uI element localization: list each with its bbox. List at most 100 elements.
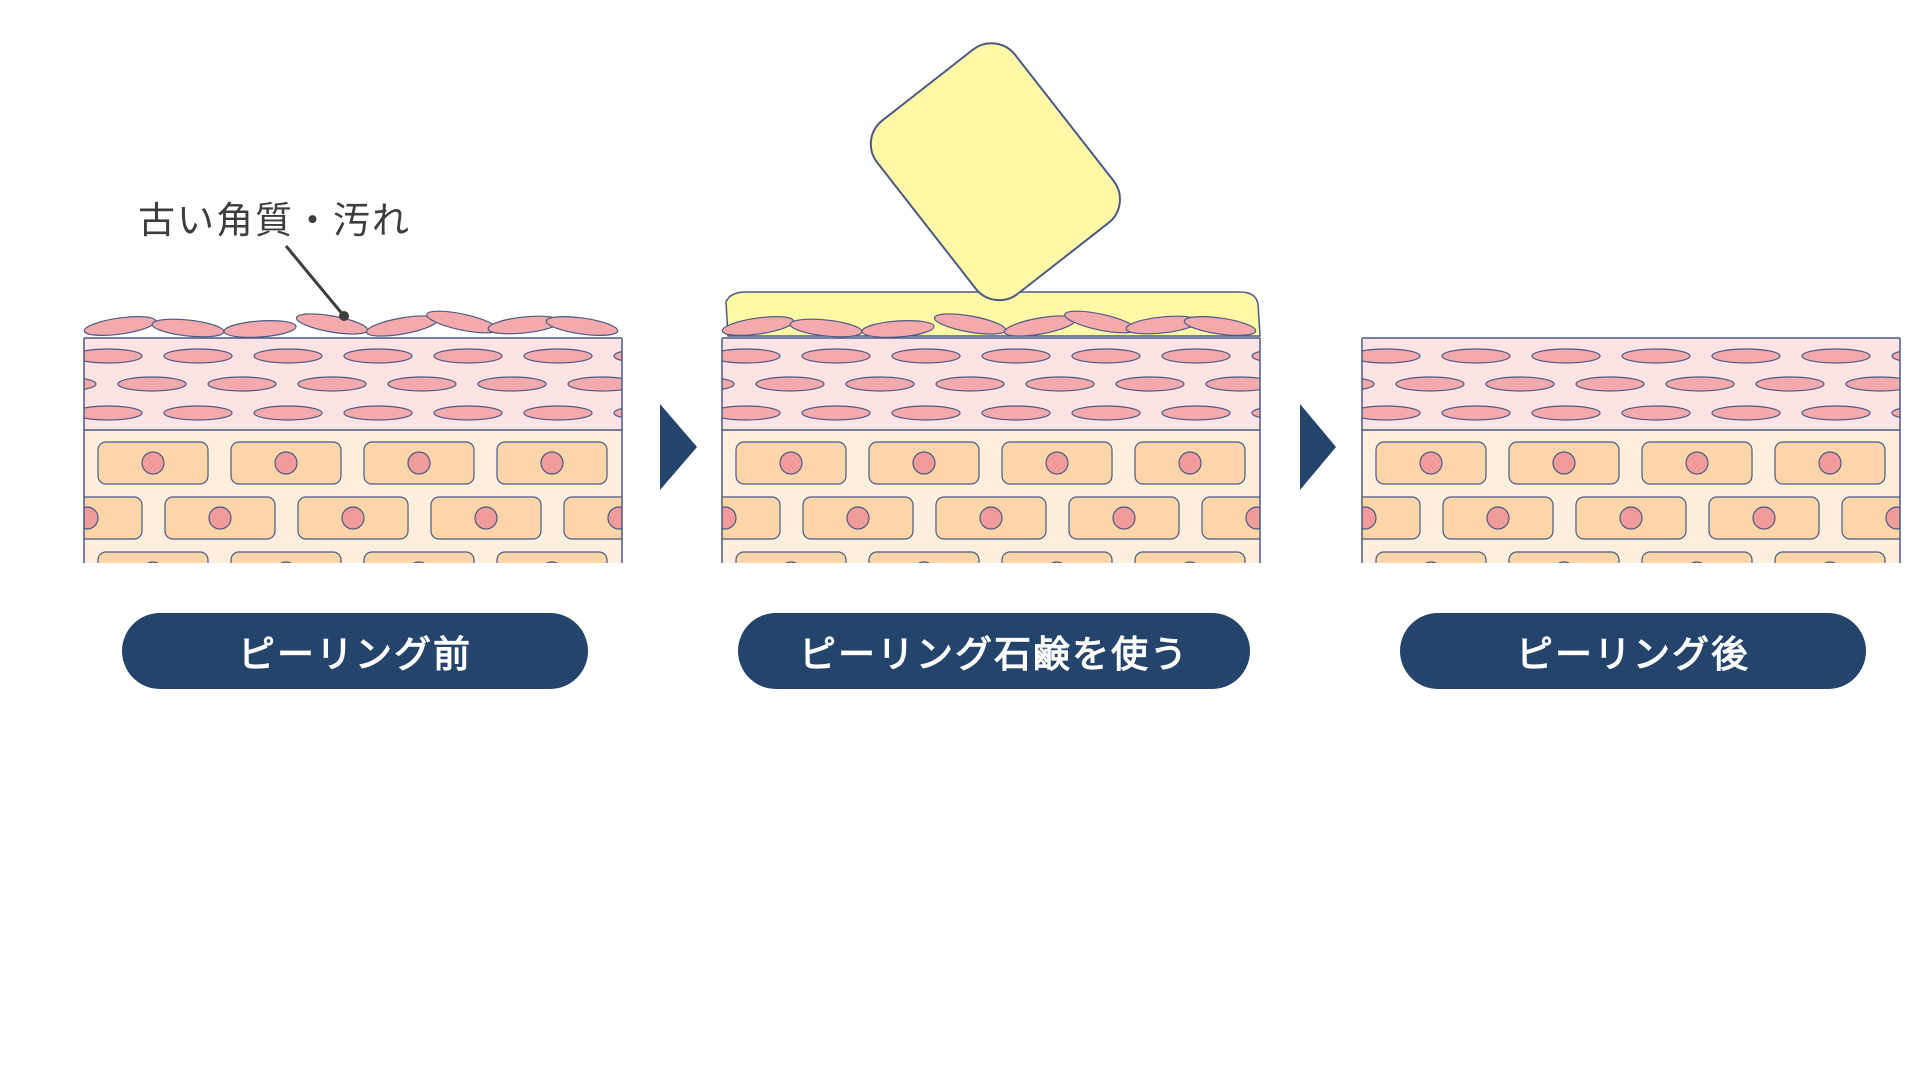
basal-cell (230, 551, 342, 563)
corneous-cell (1362, 378, 1375, 390)
basal-cell (868, 551, 980, 563)
cell-nucleus (407, 451, 431, 475)
corneous-cell (163, 348, 233, 364)
old-skin-flake (426, 310, 498, 334)
old-skin-flake (151, 318, 225, 338)
cell-nucleus (1312, 562, 1334, 584)
basal-cell (97, 551, 209, 563)
corneous-cell (1711, 405, 1781, 421)
corneous-cell (891, 348, 961, 364)
cell-nucleus (141, 451, 165, 475)
corneous-cell (253, 405, 323, 421)
skin-panel-during (721, 291, 1334, 584)
cell-nucleus (1051, 561, 1063, 563)
cell-nucleus (413, 561, 425, 563)
cell-nucleus (208, 506, 232, 530)
corneous-cell (722, 405, 781, 421)
corneous-cell (1485, 376, 1555, 392)
cell-nucleus (147, 561, 159, 563)
basal-cell (1201, 496, 1260, 540)
triangle-right-icon (1300, 404, 1336, 490)
old-skin-flake (83, 316, 157, 336)
basal-cell (1841, 496, 1900, 540)
cell-nucleus (979, 506, 1003, 530)
basal-cell (1774, 551, 1886, 563)
corneous-cell (1575, 376, 1645, 392)
corneous-cell (722, 348, 781, 364)
corneous-cell (84, 348, 143, 364)
basal-cell (1134, 551, 1246, 563)
corneous-cell (1071, 348, 1141, 364)
skin-layers (84, 338, 696, 584)
corneous-cell (567, 376, 622, 392)
corneous-cell (1251, 350, 1260, 362)
triangle-right-icon (660, 404, 697, 490)
corneous-cell (297, 376, 367, 392)
cell-nucleus (1045, 451, 1069, 475)
basal-cell (496, 551, 608, 563)
corneous-cell (343, 348, 413, 364)
corneous-cell (207, 376, 277, 392)
basal-cell (363, 551, 475, 563)
basal-cell (563, 496, 622, 540)
cell-nucleus (1362, 506, 1377, 530)
corneous-cell (1251, 407, 1260, 419)
old-skin-flake (295, 313, 369, 335)
basal-cell (1362, 496, 1421, 540)
cell-nucleus (1178, 451, 1202, 475)
cell-nucleus (1558, 561, 1570, 563)
leader-line (284, 245, 349, 321)
corneous-cell (433, 405, 503, 421)
old-skin-flake (223, 320, 297, 338)
old-skin-flake (545, 316, 619, 336)
cell-nucleus (1752, 506, 1776, 530)
corneous-cell (1205, 376, 1260, 392)
corneous-cell (1441, 405, 1511, 421)
corneous-cell (613, 407, 622, 419)
cell-nucleus (918, 561, 930, 563)
cell-nucleus (84, 506, 99, 530)
basal-cell (1508, 551, 1620, 563)
corneous-cell (1362, 405, 1421, 421)
corneous-cell (253, 348, 323, 364)
corneous-cell (1801, 348, 1871, 364)
cell-nucleus (1824, 561, 1836, 563)
corneous-cell (1531, 405, 1601, 421)
corneous-cell (801, 405, 871, 421)
corneous-cell (163, 405, 233, 421)
cell-nucleus (1685, 451, 1709, 475)
basal-cell (735, 551, 847, 563)
corneous-cell (722, 378, 735, 390)
cell-nucleus (1619, 506, 1643, 530)
old-skin-flake (1183, 316, 1257, 336)
cell-nucleus (846, 506, 870, 530)
corneous-cell (1161, 348, 1231, 364)
corneous-cell (755, 376, 825, 392)
cell-nucleus (1552, 451, 1576, 475)
cell-nucleus (779, 451, 803, 475)
stage-label-after: ピーリング後 (1400, 613, 1866, 689)
cell-nucleus (785, 561, 797, 563)
corneous-cell (84, 378, 97, 390)
corneous-cell (117, 376, 187, 392)
corneous-cell (981, 405, 1051, 421)
corneous-cell (801, 348, 871, 364)
basal-cell (1908, 552, 1920, 594)
cell-nucleus (674, 562, 696, 584)
corneous-cell (477, 376, 547, 392)
corneous-cell (1161, 405, 1231, 421)
cell-nucleus (722, 506, 737, 530)
cell-nucleus (1419, 451, 1443, 475)
cell-nucleus (1885, 506, 1900, 530)
cell-nucleus (341, 506, 365, 530)
corneous-cell (523, 405, 593, 421)
corneous-cell (613, 350, 622, 362)
cell-nucleus (1245, 506, 1260, 530)
cell-nucleus (1425, 561, 1437, 563)
corneous-cell (387, 376, 457, 392)
corneous-cell (1801, 405, 1871, 421)
basal-cell (1375, 551, 1487, 563)
cell-nucleus (274, 451, 298, 475)
cell-nucleus (1112, 506, 1136, 530)
